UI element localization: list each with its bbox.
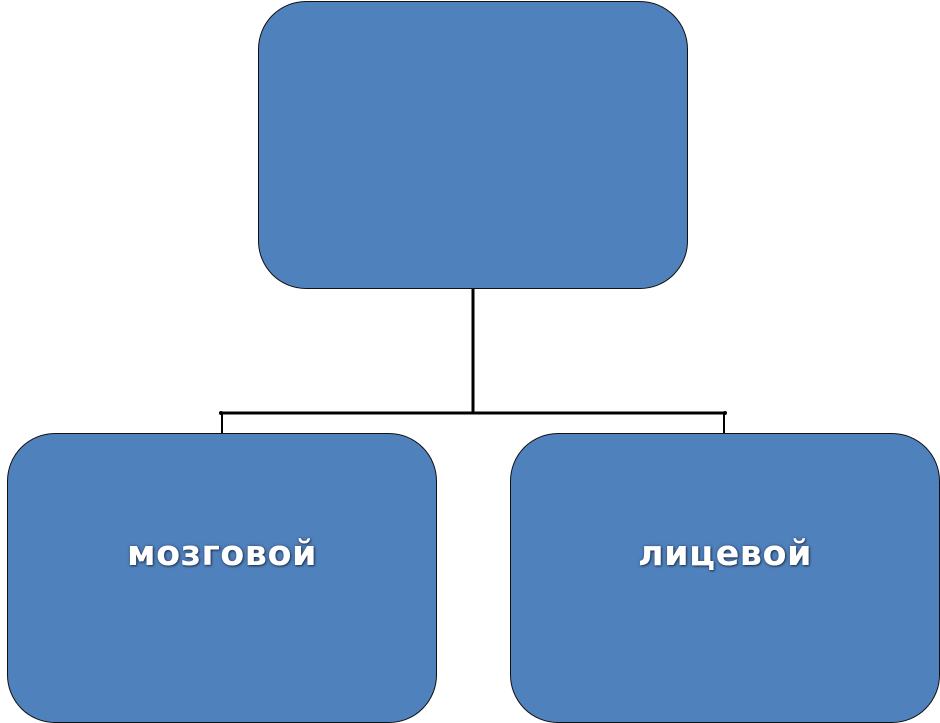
child-node-left-label: мозговой: [126, 534, 318, 574]
left-branch-end-dot: [219, 411, 223, 415]
child-node-right: лицевой: [510, 433, 940, 723]
child-node-left: мозговой: [7, 433, 437, 723]
child-node-right-label: лицевой: [637, 534, 813, 574]
right-branch-end-dot: [723, 411, 727, 415]
root-node: [258, 1, 688, 289]
